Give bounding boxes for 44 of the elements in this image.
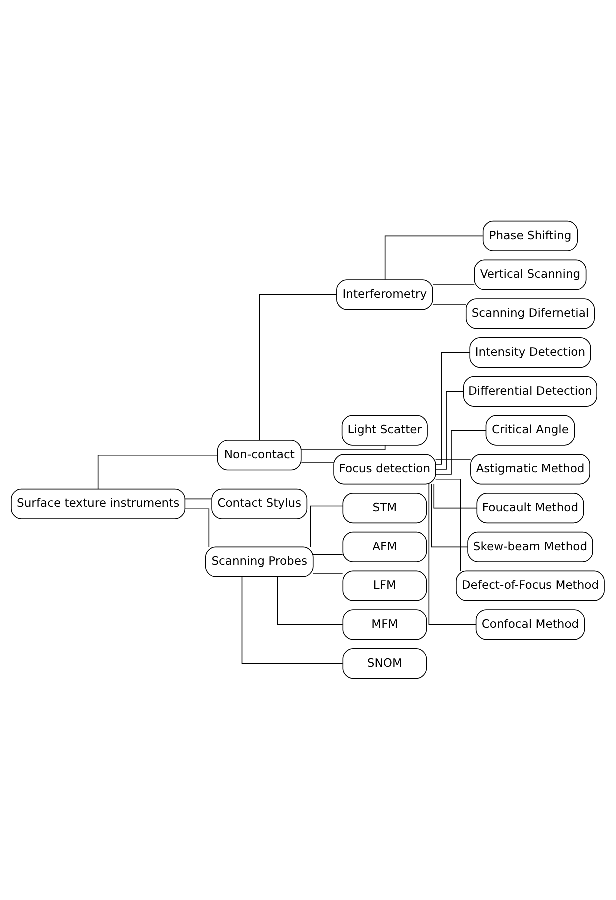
node-box: Light Scatter	[342, 415, 428, 446]
connector	[184, 508, 210, 548]
node-box: Phase Shifting	[482, 220, 578, 252]
node-box: Focus detection	[334, 454, 436, 485]
connector	[428, 484, 477, 626]
node-box: Scanning Probes	[205, 546, 314, 578]
node-box: STM	[342, 493, 428, 524]
connector	[431, 484, 468, 548]
node-box: Vertical Scanning	[474, 260, 587, 290]
node-box: Scanning Difernetial	[466, 298, 595, 330]
node-box: Skew-beam Method	[468, 532, 594, 562]
connector	[432, 284, 476, 286]
connector	[242, 576, 344, 664]
node-box: Astigmatic Method	[470, 454, 590, 485]
node-box: Differential Detection	[464, 376, 598, 407]
connector	[301, 462, 334, 463]
node-box: Contact Stylus	[212, 488, 308, 520]
node-box: LFM	[342, 570, 428, 602]
node-box: Confocal Method	[476, 610, 586, 640]
node-box: Defect-of-Focus Method	[456, 570, 605, 602]
node-box: Non-contact	[217, 440, 302, 471]
connector	[277, 576, 344, 626]
connector	[434, 484, 478, 509]
connector	[435, 459, 472, 460]
connector	[184, 498, 212, 500]
connector	[436, 430, 487, 475]
node-box: Foucault Method	[476, 493, 584, 524]
node-box: SNOM	[342, 648, 428, 680]
connector	[432, 304, 467, 305]
node-box: Intensity Detection	[470, 338, 592, 368]
connector	[98, 454, 218, 490]
node-box: MFM	[342, 610, 428, 640]
connector	[259, 294, 338, 441]
connector	[313, 554, 344, 556]
node-box: Interferometry	[336, 280, 434, 310]
node-box: Critical Angle	[486, 415, 576, 446]
node-box: AFM	[342, 532, 428, 562]
connector	[436, 352, 470, 465]
connector	[301, 445, 386, 450]
connector	[310, 506, 344, 548]
node-box: Surface texture instruments	[11, 488, 186, 520]
connector	[435, 391, 464, 470]
connector	[435, 478, 462, 572]
connector	[384, 236, 484, 280]
